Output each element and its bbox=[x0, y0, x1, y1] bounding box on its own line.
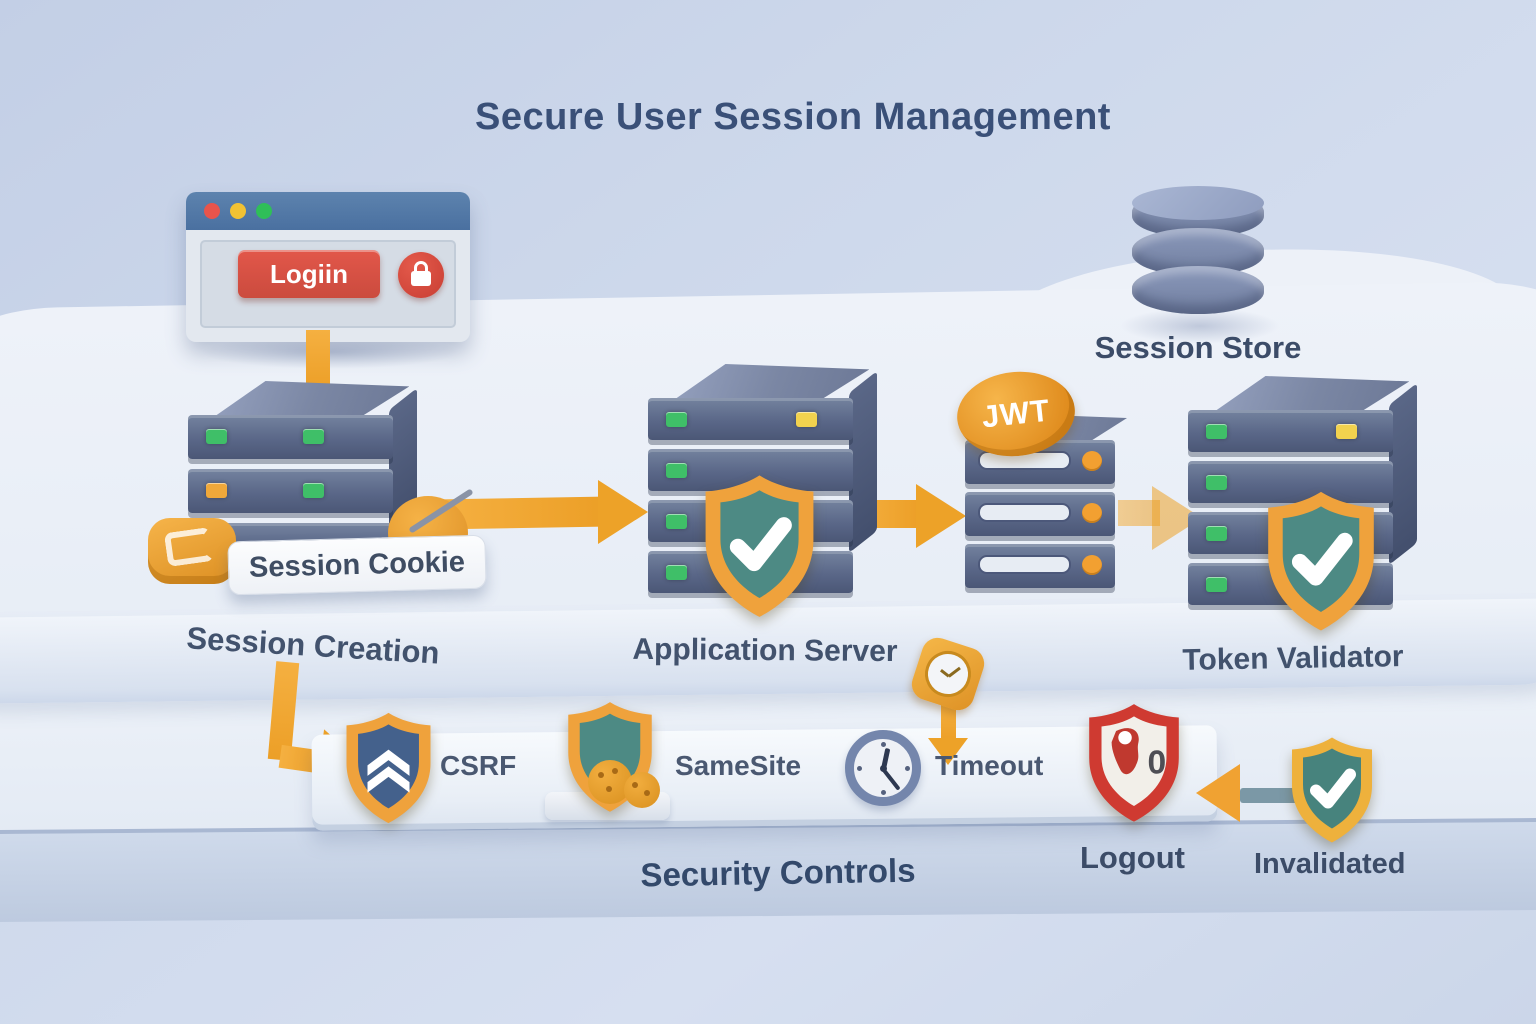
page-title: Secure User Session Management bbox=[475, 96, 1111, 138]
cookie-icon bbox=[148, 518, 236, 584]
invalidated-check-shield-icon bbox=[1292, 737, 1372, 843]
server-tray bbox=[1188, 461, 1393, 503]
timer-arrow-shaft bbox=[941, 702, 956, 742]
session-cookie-pill: Session Cookie bbox=[227, 534, 487, 596]
server-tray bbox=[965, 544, 1115, 588]
server-tray bbox=[188, 469, 393, 513]
led-icon bbox=[1206, 424, 1227, 439]
led-icon bbox=[666, 514, 687, 529]
arrow-right-icon bbox=[916, 484, 966, 548]
arrow-left-icon bbox=[1196, 764, 1240, 822]
server-tray bbox=[1188, 410, 1393, 452]
led-icon bbox=[666, 412, 687, 427]
led-icon bbox=[1206, 475, 1227, 490]
arrow-login-to-session-shaft bbox=[306, 330, 330, 390]
logout-label: Logout bbox=[1080, 840, 1186, 875]
led-icon bbox=[666, 463, 687, 478]
timeout-clock-icon bbox=[845, 730, 921, 806]
login-button[interactable]: Logiin bbox=[238, 250, 380, 298]
cookie-icon bbox=[624, 772, 660, 808]
led-icon bbox=[1082, 555, 1102, 575]
invalidated-label: Invalidated bbox=[1254, 848, 1406, 880]
led-icon bbox=[1335, 424, 1357, 439]
drive-slot bbox=[978, 503, 1071, 522]
led-icon bbox=[1206, 526, 1227, 541]
led-icon bbox=[1082, 451, 1102, 471]
shield-check-icon bbox=[1268, 491, 1374, 631]
led-icon bbox=[302, 483, 324, 498]
server-tray bbox=[648, 398, 853, 440]
arrow-down-icon bbox=[928, 738, 968, 765]
invalidated-connector bbox=[1240, 788, 1298, 803]
samesite-label: SameSite bbox=[675, 750, 802, 781]
led-icon bbox=[206, 429, 227, 444]
drive-slot bbox=[978, 555, 1071, 574]
server-tray bbox=[965, 492, 1115, 536]
traffic-light-red-icon bbox=[204, 203, 220, 219]
timeout-label: Timeout bbox=[935, 750, 1044, 781]
traffic-light-green-icon bbox=[256, 203, 272, 219]
server-tray bbox=[188, 415, 393, 459]
csrf-label: CSRF bbox=[440, 750, 517, 781]
led-icon bbox=[302, 429, 324, 444]
security-controls-band-label: Security Controls bbox=[640, 851, 916, 894]
led-icon bbox=[666, 565, 687, 580]
application-server-label: Application Server bbox=[632, 632, 898, 669]
db-shadow bbox=[1120, 308, 1280, 344]
led-icon bbox=[795, 412, 817, 427]
lock-icon bbox=[398, 252, 444, 298]
traffic-light-yellow-icon bbox=[230, 203, 246, 219]
logout-shield-icon: 0 bbox=[1089, 704, 1179, 822]
token-validator-label: Token Validator bbox=[1182, 640, 1404, 677]
led-icon bbox=[1206, 577, 1227, 592]
database-icon bbox=[1132, 186, 1264, 314]
browser-titlebar bbox=[186, 192, 470, 230]
server-stack-jwt bbox=[965, 414, 1127, 588]
led-icon bbox=[1082, 503, 1102, 523]
arrow-right-icon bbox=[598, 480, 648, 544]
csrf-shield-icon bbox=[346, 712, 431, 824]
session-store-label: Session Store bbox=[1094, 330, 1302, 365]
shield-check-icon bbox=[705, 475, 814, 617]
browser-window: Logiin bbox=[186, 192, 470, 342]
logout-zero-badge: 0 bbox=[1147, 745, 1166, 782]
led-icon bbox=[206, 483, 227, 498]
